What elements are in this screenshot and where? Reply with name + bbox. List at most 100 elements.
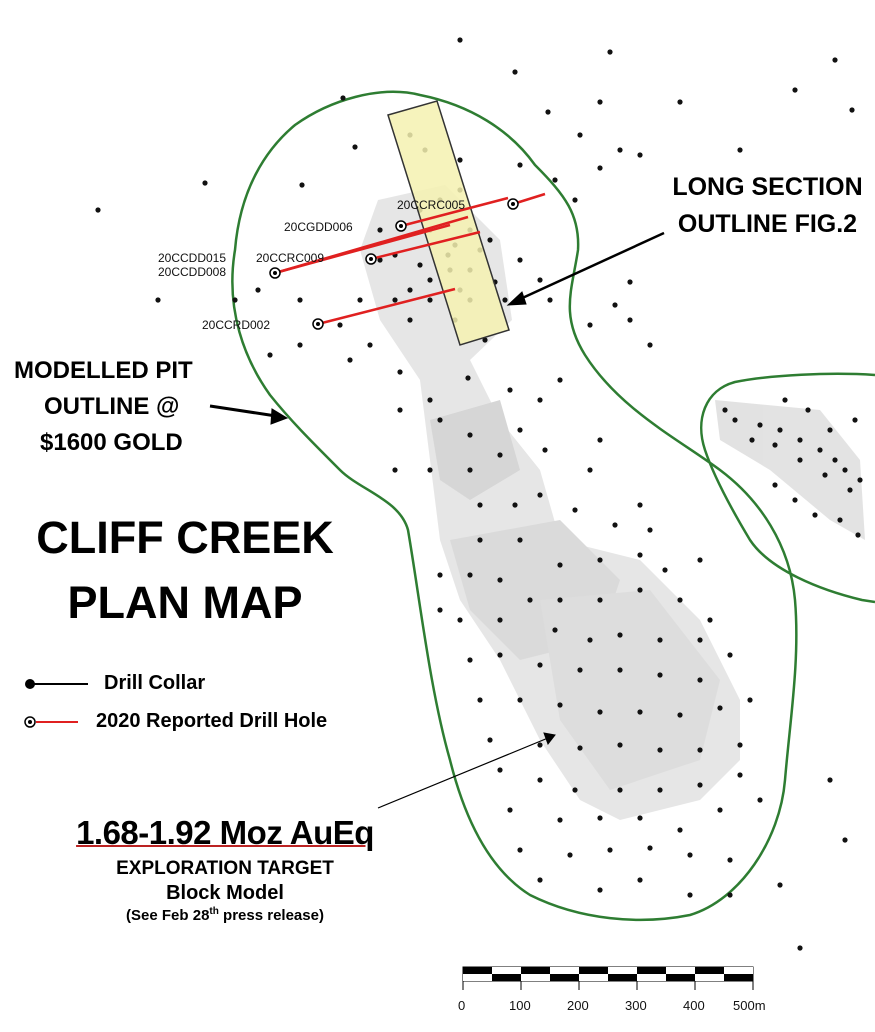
drill-collar <box>517 162 523 168</box>
drill-collar <box>407 287 413 293</box>
drill-collar <box>597 557 603 563</box>
drill-collar <box>792 87 798 93</box>
collar-symbol-icon <box>25 678 88 689</box>
drill-collar <box>557 597 563 603</box>
scale-tick-0: 0 <box>458 998 465 1013</box>
drill-collar <box>662 567 668 573</box>
drill-collar <box>637 152 643 158</box>
drill-collar <box>627 317 633 323</box>
drill-collar <box>537 777 543 783</box>
drill-collar <box>512 69 518 75</box>
scale-segment <box>492 967 521 974</box>
drill-collar <box>497 767 503 773</box>
drill-collar <box>617 632 623 638</box>
block-model <box>360 185 865 820</box>
drill-collar <box>392 467 398 473</box>
drill-collar <box>517 847 523 853</box>
drill-collar <box>517 427 523 433</box>
scale-segment <box>579 967 608 974</box>
long-section-line2: OUTLINE FIG.2 <box>677 210 858 239</box>
drill-collar <box>352 144 358 150</box>
scale-segment <box>463 967 492 974</box>
drill-collar <box>477 537 483 543</box>
drill-collar <box>722 407 728 413</box>
drill-collar <box>697 747 703 753</box>
drill-collar <box>95 207 101 213</box>
reported-drill-hole <box>395 220 407 232</box>
target-note-post: press release) <box>218 907 324 924</box>
drill-collar <box>487 237 493 243</box>
drill-collar <box>517 257 523 263</box>
scale-segment <box>608 967 637 974</box>
drill-trace <box>317 287 456 326</box>
target-subtitle: EXPLORATION TARGET <box>116 858 334 880</box>
scale-tick-200: 200 <box>567 998 589 1013</box>
scale-segment <box>666 974 695 981</box>
drill-collar <box>477 502 483 508</box>
drill-collar <box>777 882 783 888</box>
drill-collar <box>587 322 593 328</box>
drill-collar <box>545 109 551 115</box>
drill-collar <box>597 165 603 171</box>
drill-collar <box>552 177 558 183</box>
drill-collar <box>497 452 503 458</box>
drill-collar <box>697 557 703 563</box>
drill-collar <box>497 617 503 623</box>
drill-collar <box>477 697 483 703</box>
drill-collar <box>487 737 493 743</box>
target-tonnage: 1.68-1.92 Moz AuEq <box>40 812 410 853</box>
drill-collar <box>557 702 563 708</box>
drill-collar <box>465 375 471 381</box>
pit-outline-main <box>231 90 798 922</box>
drill-collar <box>677 99 683 105</box>
drill-collar <box>437 607 443 613</box>
drill-collar <box>232 297 238 303</box>
drill-collar <box>537 492 543 498</box>
pit-outline-line3: $1600 GOLD <box>40 429 183 456</box>
drill-collar <box>717 807 723 813</box>
drill-collar <box>407 317 413 323</box>
drill-collar <box>737 742 743 748</box>
drill-collar <box>502 297 508 303</box>
scale-segment <box>492 974 521 981</box>
scale-segment <box>695 974 724 981</box>
scale-tick-500m: 500m <box>733 998 766 1013</box>
drill-collar <box>417 262 423 268</box>
drill-collar <box>677 827 683 833</box>
reported-drill-hole <box>365 253 377 265</box>
drill-collar <box>557 562 563 568</box>
scale-segment <box>550 967 579 974</box>
hole-label-20CCDD015: 20CCDD015 <box>158 251 226 265</box>
drill-collar <box>467 572 473 578</box>
drill-collar <box>577 745 583 751</box>
drill-collar <box>537 742 543 748</box>
drill-collar <box>457 37 463 43</box>
drill-collar <box>637 502 643 508</box>
drill-collar <box>607 49 613 55</box>
scale-segment <box>724 967 753 974</box>
drill-collar <box>597 887 603 893</box>
drill-collar <box>512 502 518 508</box>
scale-bar: 0 100 200 300 400 500m <box>458 966 766 1013</box>
drill-collar <box>832 57 838 63</box>
drill-collar <box>557 377 563 383</box>
drill-collar <box>749 437 755 443</box>
drill-collar <box>637 877 643 883</box>
drill-collar <box>527 597 533 603</box>
legend-reported-hole: 2020 Reported Drill Hole <box>22 710 327 733</box>
hole-label-20CGDD006: 20CGDD006 <box>284 220 353 234</box>
drill-collar <box>617 742 623 748</box>
drill-collar <box>612 302 618 308</box>
drill-collar <box>587 637 593 643</box>
drill-collar <box>697 782 703 788</box>
hole-label-20CCRC005: 20CCRC005 <box>397 198 465 212</box>
drill-collar <box>297 297 303 303</box>
drill-collar <box>299 182 305 188</box>
drill-collar <box>657 747 663 753</box>
drill-collar <box>772 442 778 448</box>
drill-collar <box>805 407 811 413</box>
drill-collar <box>637 587 643 593</box>
scale-segment <box>637 974 666 981</box>
drill-collar <box>827 777 833 783</box>
drill-collar <box>677 597 683 603</box>
